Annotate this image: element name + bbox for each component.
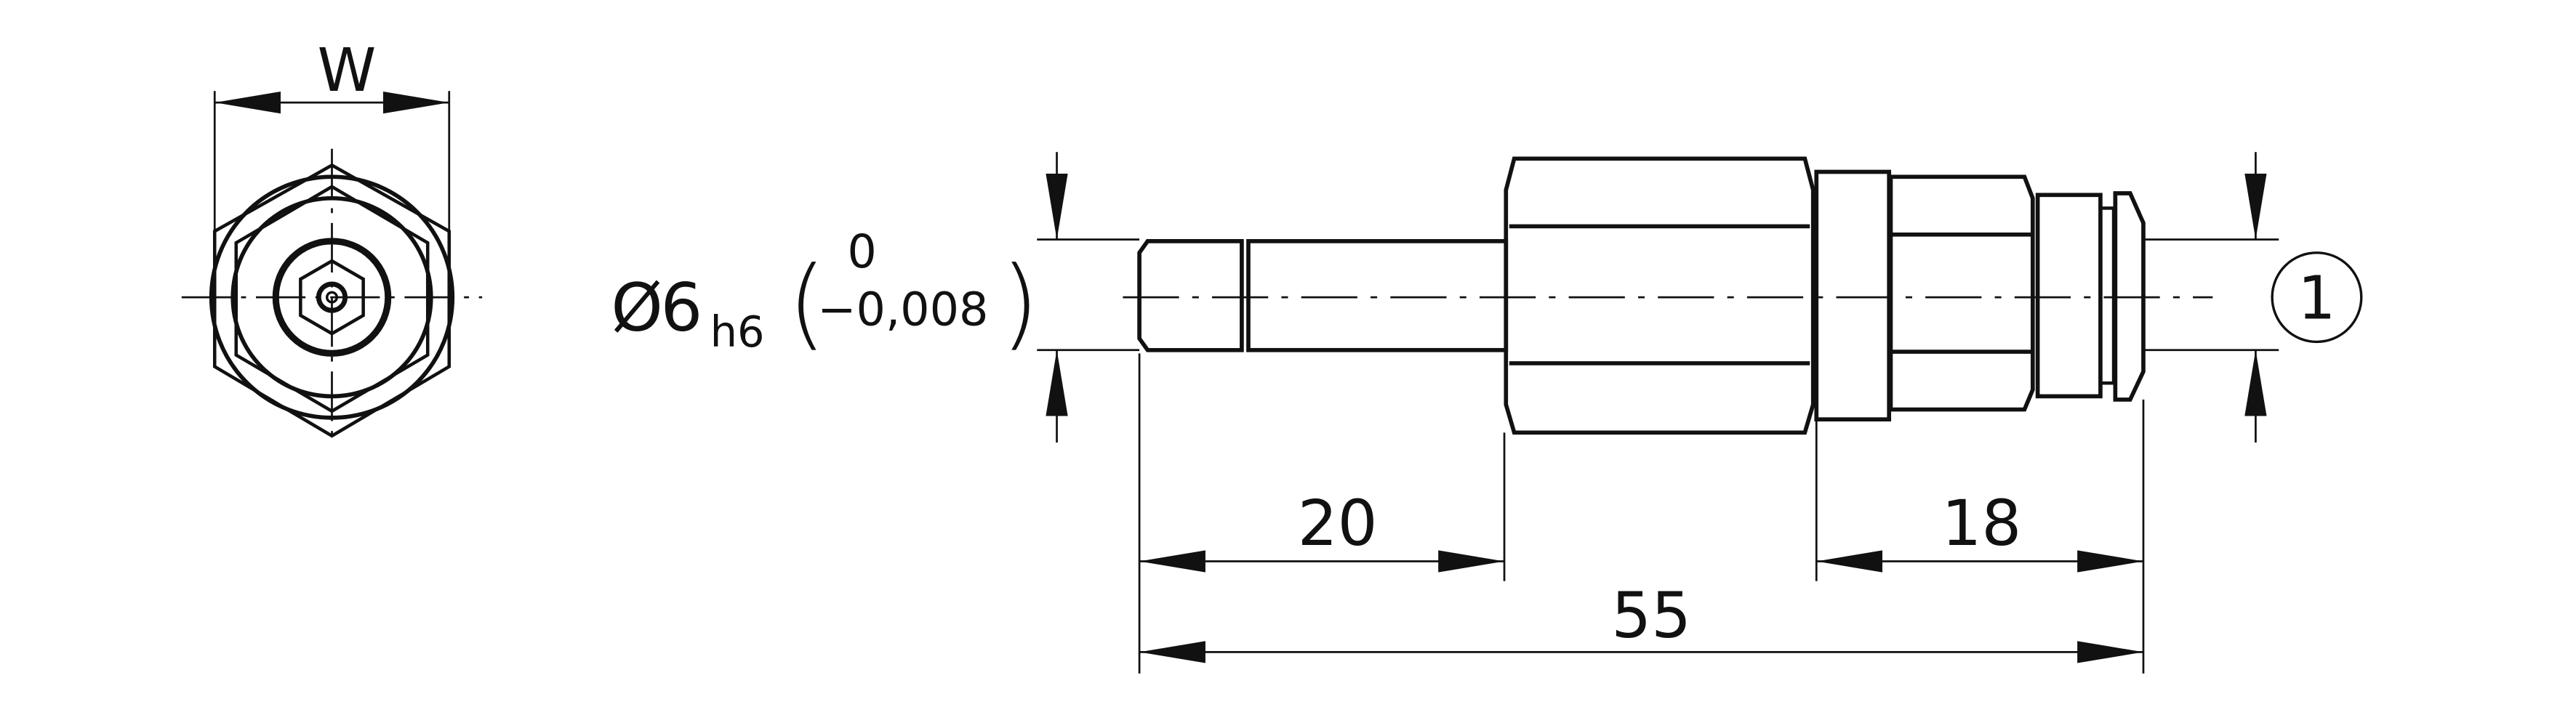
dimension-w-label: W [318,36,377,105]
dimension-55-label: 55 [1611,580,1691,653]
tolerance-class: h6 [710,307,765,357]
shaft [1246,239,1509,352]
paren-right: ) [1000,246,1039,361]
flange [2113,191,2146,402]
callout-label: 1 [2298,264,2335,334]
hex-nut [1504,156,1815,435]
callout-circle [2271,251,2363,344]
shaft-tip [1137,239,1244,352]
lower-deviation: −0,008 [817,283,988,336]
diameter-nominal: 6 [660,270,702,347]
paren-left: ( [787,246,826,361]
upper-deviation: 0 [847,225,876,278]
diameter-symbol: Ø [611,270,663,347]
collar [1814,169,1892,422]
diameter-annotation: Ø 6 h6 ( 0 −0,008 ) [611,152,1140,443]
end-view: W [181,36,483,446]
side-view: 1 20 18 55 [1123,152,2363,674]
small-hex [1888,174,2035,412]
dimension-20-label: 20 [1298,488,1378,560]
release-ring [2035,193,2103,399]
dimension-18-label: 18 [1941,488,2021,560]
